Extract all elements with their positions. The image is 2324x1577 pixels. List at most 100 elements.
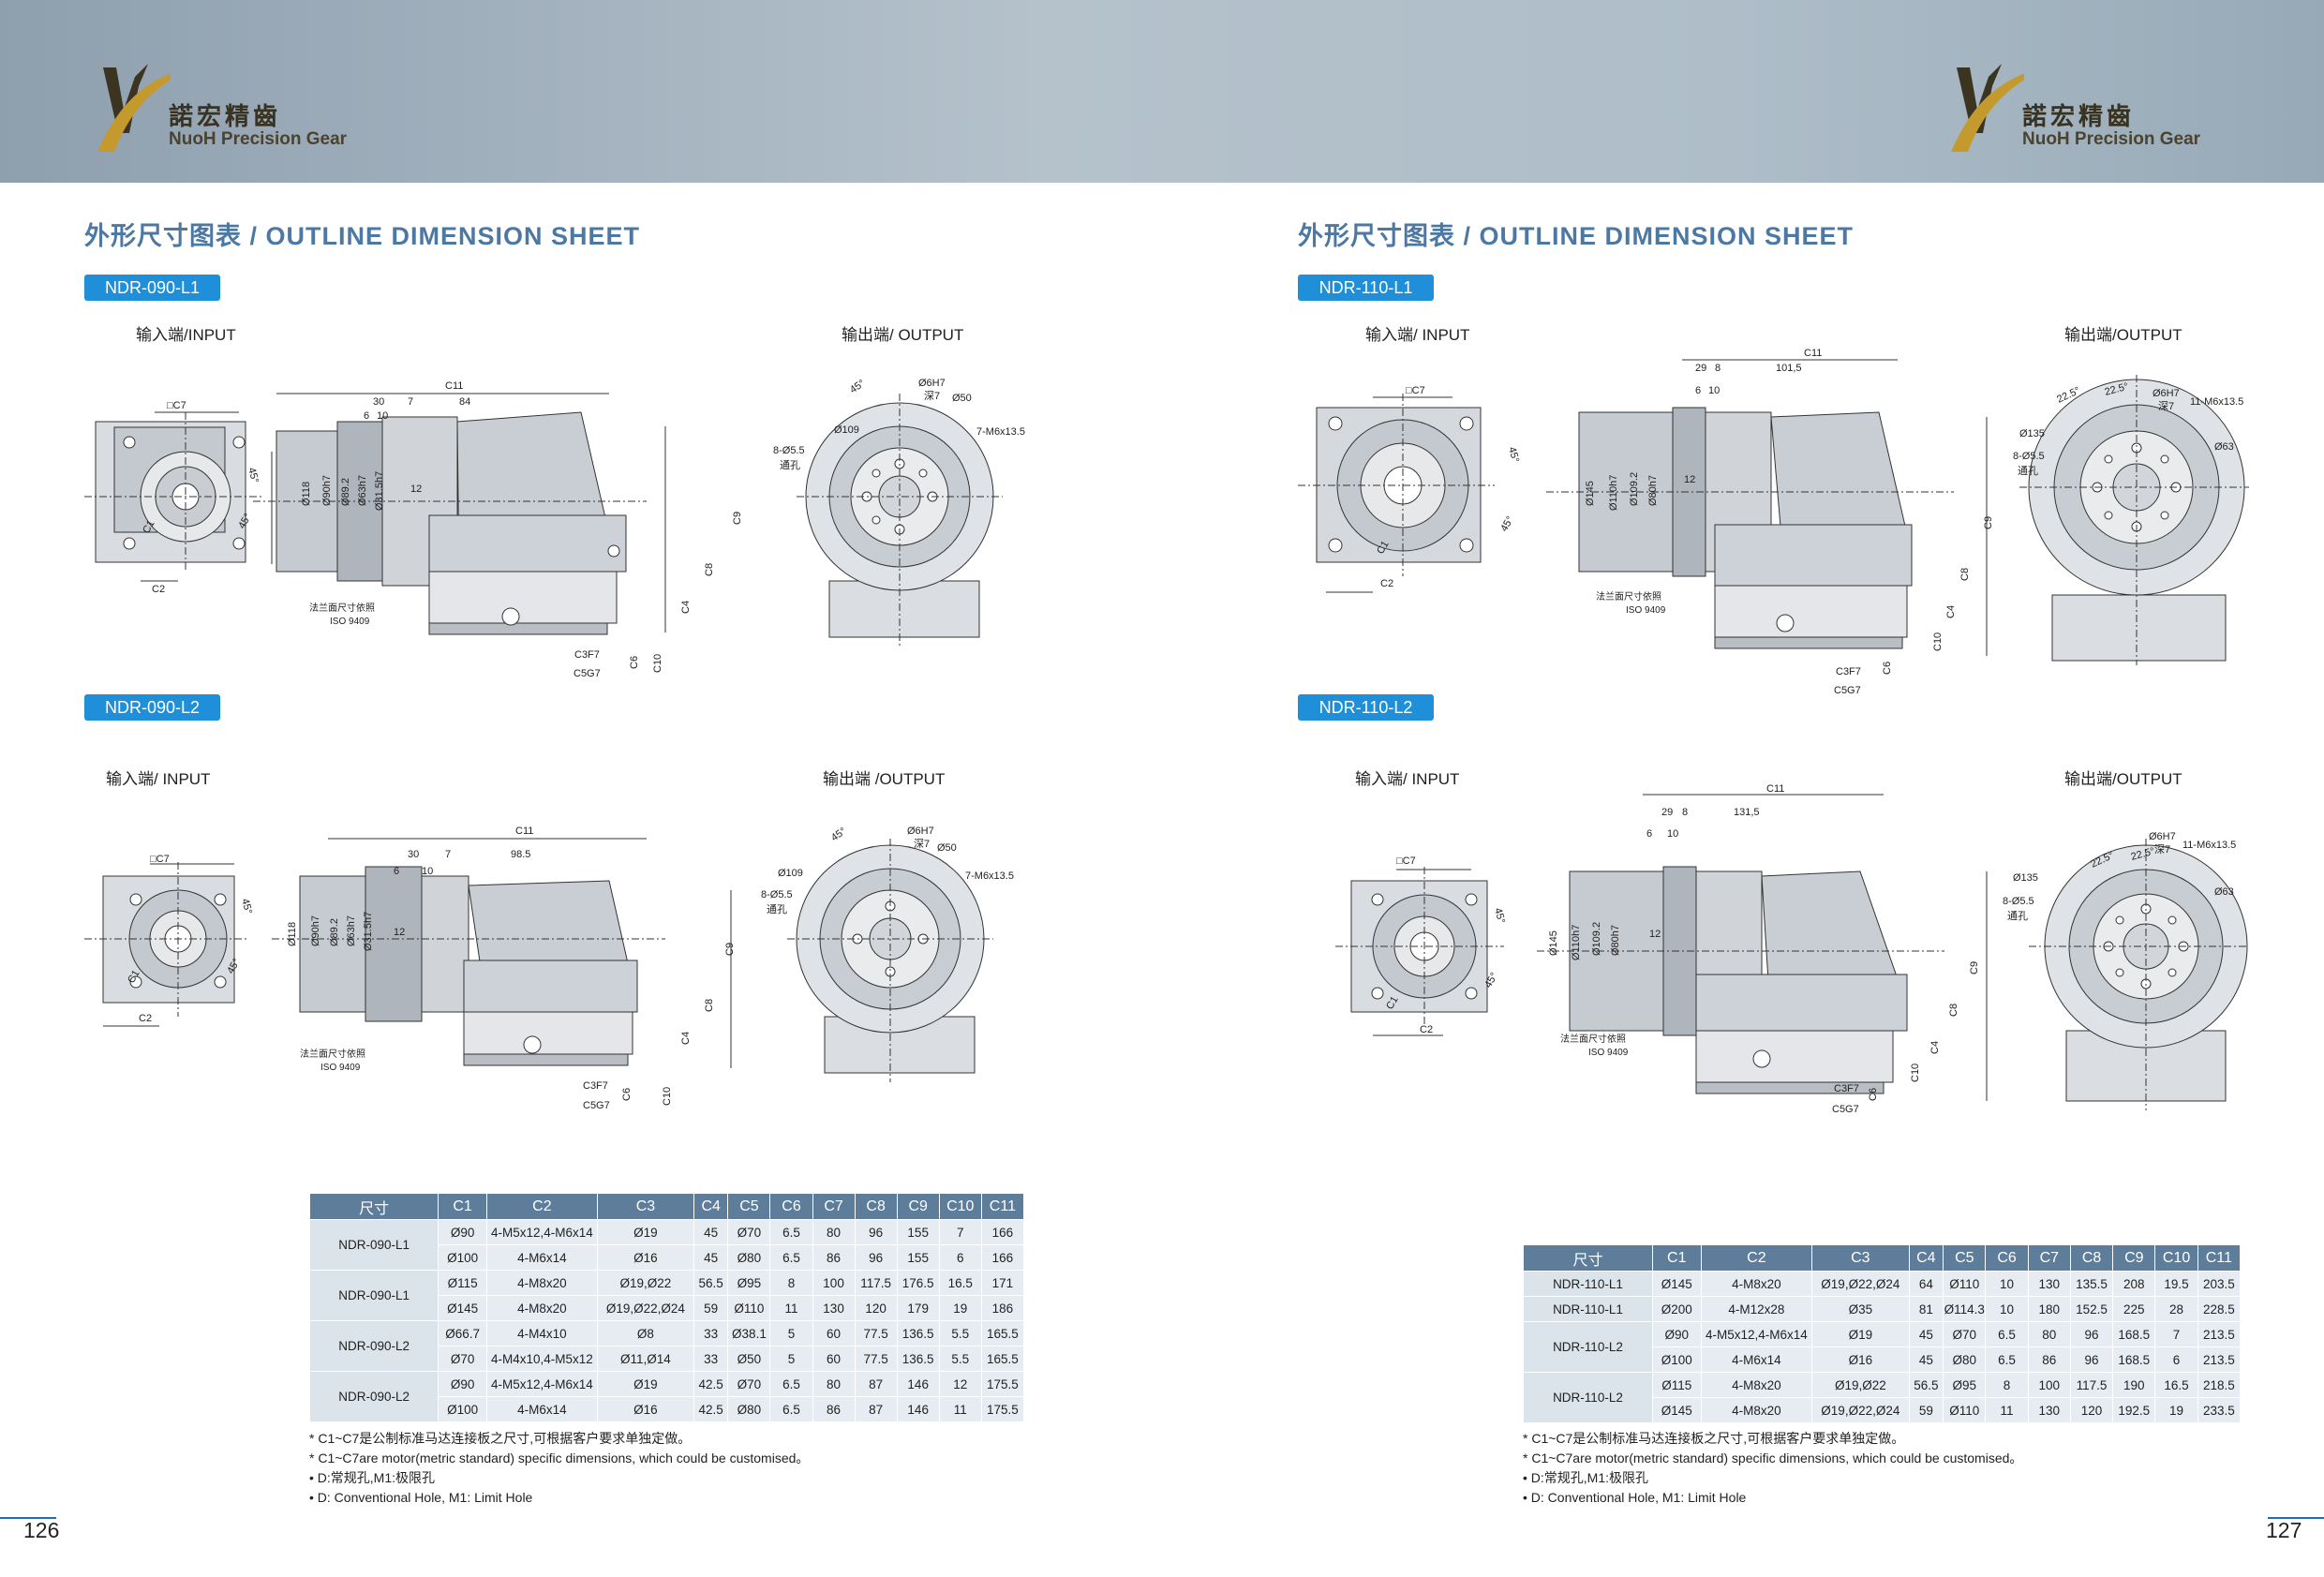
dim-d6h7: Ø6H7 (907, 826, 934, 837)
dim-d50: Ø50 (937, 842, 957, 854)
table-cell: 80 (812, 1219, 856, 1245)
table-cell: 87 (854, 1371, 898, 1397)
table-cell: Ø115 (1651, 1372, 1702, 1398)
table-cell: 5 (769, 1346, 813, 1372)
logo-mark-icon (1951, 64, 2024, 152)
dim-10: 10 (422, 866, 433, 877)
table-cell: Ø80 (1943, 1346, 1987, 1373)
input-label: 输入端/ INPUT (106, 770, 211, 788)
table-cell: 4-M5x12,4-M6x14 (1700, 1321, 1813, 1347)
table-cell: 42.5 (693, 1396, 729, 1422)
dim-c9: C9 (1983, 516, 1994, 529)
dim-6: 6 (1695, 385, 1701, 396)
table-cell: 100 (812, 1270, 856, 1296)
table-cell: 165.5 (980, 1320, 1025, 1346)
dim-through: 通孔 (780, 459, 800, 471)
table-cell: 7 (938, 1219, 982, 1245)
table-cell: 5 (769, 1320, 813, 1346)
dim-d1092: Ø109.2 (1591, 922, 1602, 956)
dim-d135: Ø135 (2019, 428, 2045, 439)
dim-c11: C11 (1766, 783, 1784, 795)
dim-6: 6 (394, 866, 399, 877)
page-number-left: 126 (23, 1518, 60, 1542)
table-cell: 165.5 (980, 1346, 1025, 1372)
brand-name-cn: 諾宏精齒 (2022, 103, 2136, 131)
table-model-cell: NDR-110-L2 (1523, 1372, 1653, 1423)
table-cell: 80 (812, 1371, 856, 1397)
table-cell: 213.5 (2197, 1346, 2242, 1373)
table-cell: 203.5 (2197, 1271, 2242, 1297)
dim-d6h7: Ø6H7 (918, 378, 946, 389)
table-cell: 136.5 (896, 1320, 940, 1346)
table-model-cell: NDR-090-L1 (308, 1219, 439, 1271)
dim-29: 29 (1661, 807, 1673, 818)
table-cell: 42.5 (693, 1371, 729, 1397)
table-header-cell: C8 (2069, 1244, 2114, 1272)
dim-c3: C3F7 (574, 649, 600, 661)
dim-c3: C3F7 (1836, 666, 1861, 677)
dim-c10: C10 (1910, 1064, 1921, 1082)
dim-c8: C8 (704, 999, 715, 1012)
table-cell: 4-M5x12,4-M6x14 (485, 1371, 598, 1397)
table-cell: 208 (2112, 1271, 2156, 1297)
table-cell: Ø38.1 (727, 1320, 771, 1346)
table-cell: 152.5 (2069, 1296, 2114, 1322)
table-cell: Ø110 (727, 1295, 771, 1321)
table-cell: 180 (2027, 1296, 2071, 1322)
table-header-cell: C11 (980, 1193, 1025, 1220)
table-cell: 218.5 (2197, 1372, 2242, 1398)
dim-c7: □C7 (1396, 855, 1416, 867)
table-cell: 81 (1908, 1296, 1944, 1322)
dim-through: 通孔 (767, 903, 787, 915)
dim-10: 10 (377, 410, 388, 422)
table-cell: 6.5 (769, 1244, 813, 1271)
table-header-cell: C1 (438, 1193, 487, 1220)
note-line: * C1~C7are motor(metric standard) specif… (309, 1451, 810, 1465)
note-line: * C1~C7是公制标准马达连接板之尺寸,可根据客户要求单独定做。 (1523, 1431, 1905, 1446)
flange-note-1: 法兰面尺寸依照 (309, 602, 375, 614)
dim-985: 98.5 (511, 849, 530, 860)
table-cell: 86 (812, 1244, 856, 1271)
table-header-cell: C5 (727, 1193, 771, 1220)
side-view (253, 393, 666, 635)
dim-c8: C8 (1959, 568, 1971, 581)
dim-m6: 11-M6x13.5 (2182, 840, 2236, 851)
dim-through: 通孔 (2007, 910, 2028, 922)
table-cell: 8 (1985, 1372, 2029, 1398)
dim-d90: Ø90h7 (310, 915, 321, 946)
flange-note-2: ISO 9409 (1588, 1048, 1629, 1058)
flange-note-2: ISO 9409 (330, 617, 370, 627)
dim-30: 30 (373, 396, 384, 408)
dim-12: 12 (410, 484, 422, 495)
section-title-left: 外形尺寸图表 / OUTLINE DIMENSION SHEET (84, 222, 641, 250)
table-cell: 168.5 (2112, 1321, 2156, 1347)
table-cell: 5.5 (938, 1346, 982, 1372)
table-cell: 45 (693, 1219, 729, 1245)
table-cell: 12 (938, 1371, 982, 1397)
table-header-cell: C6 (1985, 1244, 2029, 1272)
brand-logo: 諾宏精齒 NuoH Precision Gear (96, 58, 377, 152)
dim-angle: 45° (1506, 446, 1521, 464)
dim-d118: Ø118 (301, 482, 312, 506)
dim-12: 12 (1684, 474, 1695, 485)
model-tag-ndr-090-l2: NDR-090-L2 (84, 694, 220, 721)
table-cell: Ø95 (1943, 1372, 1987, 1398)
table-cell: Ø19 (1811, 1321, 1910, 1347)
dim-c4: C4 (680, 601, 692, 614)
table-cell: 11 (938, 1396, 982, 1422)
table-cell: 87 (854, 1396, 898, 1422)
table-header-cell: C9 (896, 1193, 940, 1220)
table-cell: Ø16 (596, 1244, 694, 1271)
table-header-cell: C3 (1811, 1244, 1910, 1272)
table-cell: 168.5 (2112, 1346, 2156, 1373)
table-cell: Ø19,Ø22,Ø24 (596, 1295, 694, 1321)
table-cell: 4-M8x20 (1700, 1271, 1813, 1297)
input-flange-view (84, 411, 262, 582)
dim-d109: Ø109 (778, 868, 803, 879)
table-cell: Ø115 (438, 1270, 487, 1296)
table-cell: Ø19,Ø22,Ø24 (1811, 1397, 1910, 1423)
dim-angle: 45° (246, 467, 261, 484)
drawing-ndr-090-l1: □C7 C1 C2 45° 45° C11 30 7 84 6 10 Ø118 … (84, 378, 1025, 679)
